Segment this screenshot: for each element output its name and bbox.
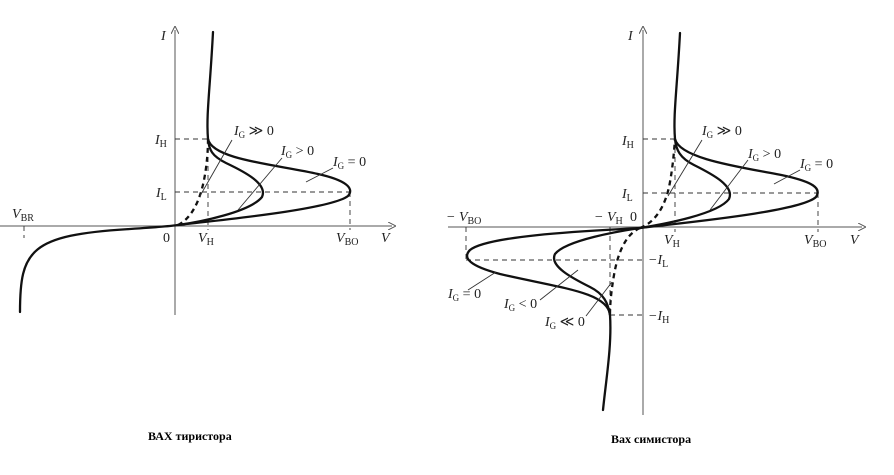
thyristor-curve-ig0 bbox=[18, 30, 352, 314]
triac-leader-2 bbox=[709, 159, 749, 211]
triac-il-label: IL bbox=[621, 187, 633, 204]
thyristor-vbr-label: VBR bbox=[12, 207, 34, 224]
triac-curve-label-neg-ig-large: IG ≪ 0 bbox=[544, 315, 585, 331]
triac-curve-neg-ig-large bbox=[608, 226, 641, 316]
thyristor-leader-3 bbox=[305, 167, 334, 183]
thyristor-leader-1 bbox=[199, 139, 233, 197]
triac-curve-neg-ig0 bbox=[465, 226, 642, 412]
thyristor-curve-label-ig-pos: IG > 0 bbox=[280, 144, 314, 160]
triac-vbo-label: VBO bbox=[804, 233, 826, 250]
triac-neg-ih-label: −IH bbox=[648, 309, 669, 326]
thyristor-origin: 0 bbox=[163, 231, 170, 246]
thyristor-curve-ig-large bbox=[177, 138, 210, 227]
triac-neg-il-label: −IL bbox=[648, 253, 668, 270]
thyristor-il-label: IL bbox=[155, 186, 167, 203]
thyristor-v-axis-label: V bbox=[381, 231, 391, 246]
triac-curve-label-ig-pos: IG > 0 bbox=[747, 147, 781, 163]
triac-caption: Вах симистора bbox=[611, 432, 691, 446]
triac-neg-vbo-label: − VBO bbox=[446, 210, 481, 227]
thyristor-diagram: I V 0 IH IL VH VBO VBR IG ≫ 0 IG > 0 IG … bbox=[0, 29, 392, 443]
thyristor-ih-label: IH bbox=[154, 133, 167, 150]
thyristor-vbo-label: VBO bbox=[336, 231, 358, 248]
thyristor-i-axis-label: I bbox=[160, 29, 167, 44]
triac-v-axis-label: V bbox=[850, 233, 860, 248]
triac-diagram: I V 0 IH IL VH VBO − VBO − VH −IL −IH IG… bbox=[446, 29, 862, 446]
triac-leader-3 bbox=[773, 169, 801, 185]
triac-curve-ig0 bbox=[638, 31, 819, 230]
triac-leader-4 bbox=[467, 271, 497, 291]
triac-curve-neg-ig bbox=[552, 226, 642, 317]
triac-leader-6 bbox=[585, 281, 613, 317]
triac-curve-ig-pos bbox=[638, 137, 732, 230]
thyristor-curve-ig-pos bbox=[176, 137, 265, 227]
thyristor-curve-label-ig-large: IG ≫ 0 bbox=[233, 124, 274, 140]
triac-leader-1 bbox=[667, 139, 703, 197]
triac-curve-label-ig0: IG = 0 bbox=[799, 157, 833, 173]
thyristor-caption: ВАХ тиристора bbox=[148, 429, 232, 443]
thyristor-vh-label: VH bbox=[198, 231, 214, 248]
triac-origin: 0 bbox=[630, 210, 637, 225]
triac-leader-5 bbox=[539, 269, 579, 301]
triac-curve-label-neg-ig0: IG = 0 bbox=[447, 287, 481, 303]
thyristor-leader-2 bbox=[237, 157, 283, 211]
triac-curve-ig-large bbox=[639, 138, 677, 230]
triac-i-axis-label: I bbox=[627, 29, 634, 44]
triac-ih-label: IH bbox=[621, 134, 634, 151]
triac-neg-vh-label: − VH bbox=[594, 210, 623, 227]
thyristor-curve-label-ig0: IG = 0 bbox=[332, 155, 366, 171]
triac-curve-label-neg-ig: IG < 0 bbox=[503, 297, 537, 313]
triac-curve-label-ig-large: IG ≫ 0 bbox=[701, 124, 742, 140]
triac-vh-label: VH bbox=[664, 233, 680, 250]
